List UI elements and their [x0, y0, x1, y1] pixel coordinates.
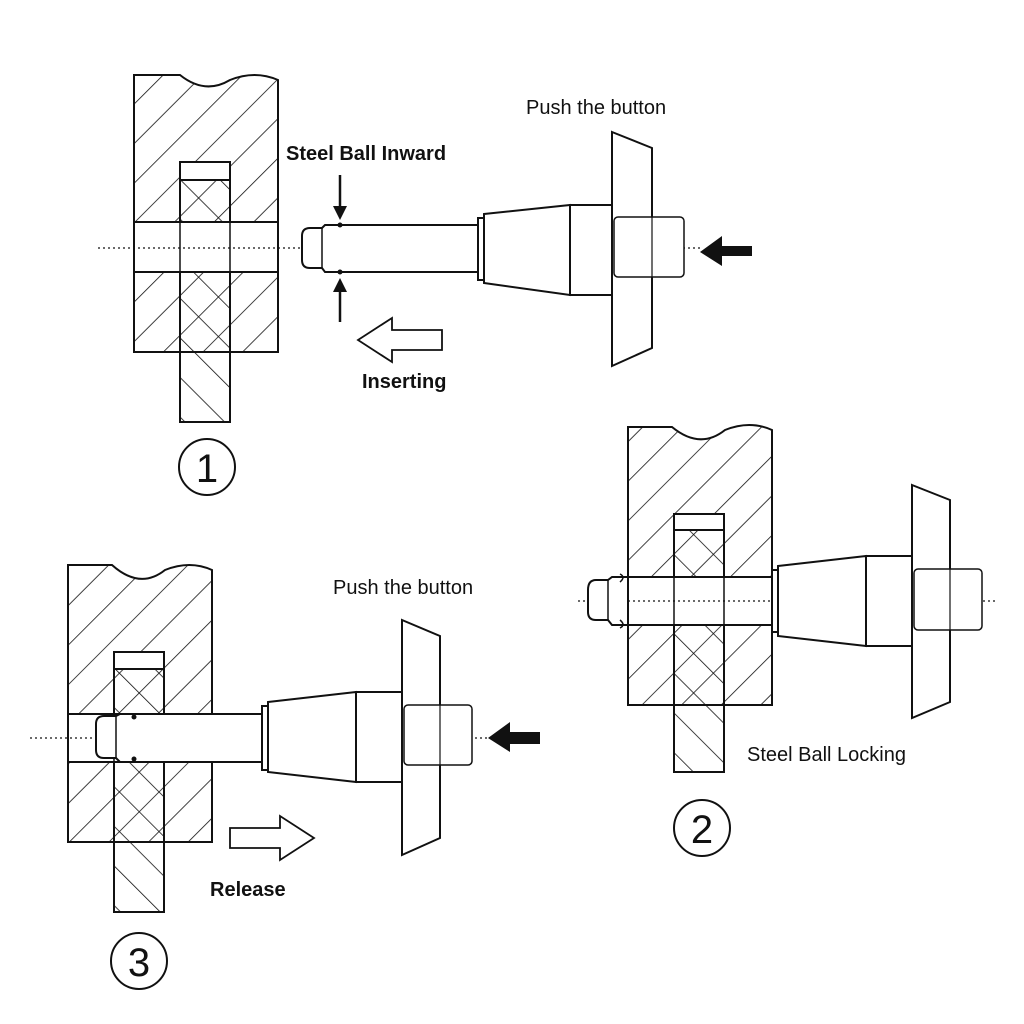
stage3-inner-plate-lower	[113, 761, 165, 913]
stage-1: Push the button Steel Ball Inward Insert…	[98, 74, 752, 496]
stage1-number: 1	[196, 447, 218, 491]
stage3-number-circle	[110, 932, 168, 990]
stage3-push-button	[403, 704, 473, 766]
stage1-pin-shaft	[301, 224, 479, 273]
stage1-ball-label: Steel Ball Inward	[286, 143, 446, 165]
stage1-steel-ball-bottom	[337, 269, 343, 275]
stage1-inner-plate-lower	[179, 271, 231, 423]
stage1-top-label: Push the button	[526, 97, 666, 119]
stage2-number-circle	[673, 799, 731, 857]
stage1-insert-arrow-icon	[356, 316, 443, 364]
stage2-inner-plate-lower	[673, 624, 725, 773]
stage3-motion-label: Release	[210, 879, 286, 901]
stage1-ball-arrow-down-icon	[333, 206, 347, 220]
stage1-ball-arrow-up-icon	[333, 278, 347, 292]
stage1-handle-taper	[483, 203, 571, 297]
stage2-push-button	[913, 568, 983, 631]
stage3-number: 3	[128, 941, 150, 985]
stage3-steel-ball-bottom	[131, 756, 137, 762]
stage3-push-arrow-icon	[488, 722, 540, 752]
stage1-motion-label: Inserting	[362, 371, 446, 393]
stage3-steel-ball-top	[131, 714, 137, 720]
stage3-pin-shaft	[95, 713, 263, 763]
stage1-outer-plate-upper	[133, 74, 279, 223]
stage3-top-label: Push the button	[333, 577, 473, 599]
stage3-handle-taper	[267, 690, 357, 784]
stage1-push-arrow-icon	[700, 236, 752, 266]
stage1-steel-ball-top	[337, 222, 343, 228]
stage-2: Steel Ball Locking 2	[578, 424, 996, 857]
stage2-handle-taper	[777, 554, 867, 648]
stage1-number-circle	[178, 438, 236, 496]
stage1-push-button	[613, 216, 685, 278]
stage3-outer-plate-upper	[67, 564, 213, 715]
stage2-outer-plate-upper	[627, 424, 773, 578]
stage3-release-arrow-icon	[229, 814, 316, 862]
stage2-number: 2	[691, 808, 713, 852]
stage2-status-label: Steel Ball Locking	[747, 744, 906, 766]
stage-3: Push the button Release 3	[30, 564, 540, 990]
